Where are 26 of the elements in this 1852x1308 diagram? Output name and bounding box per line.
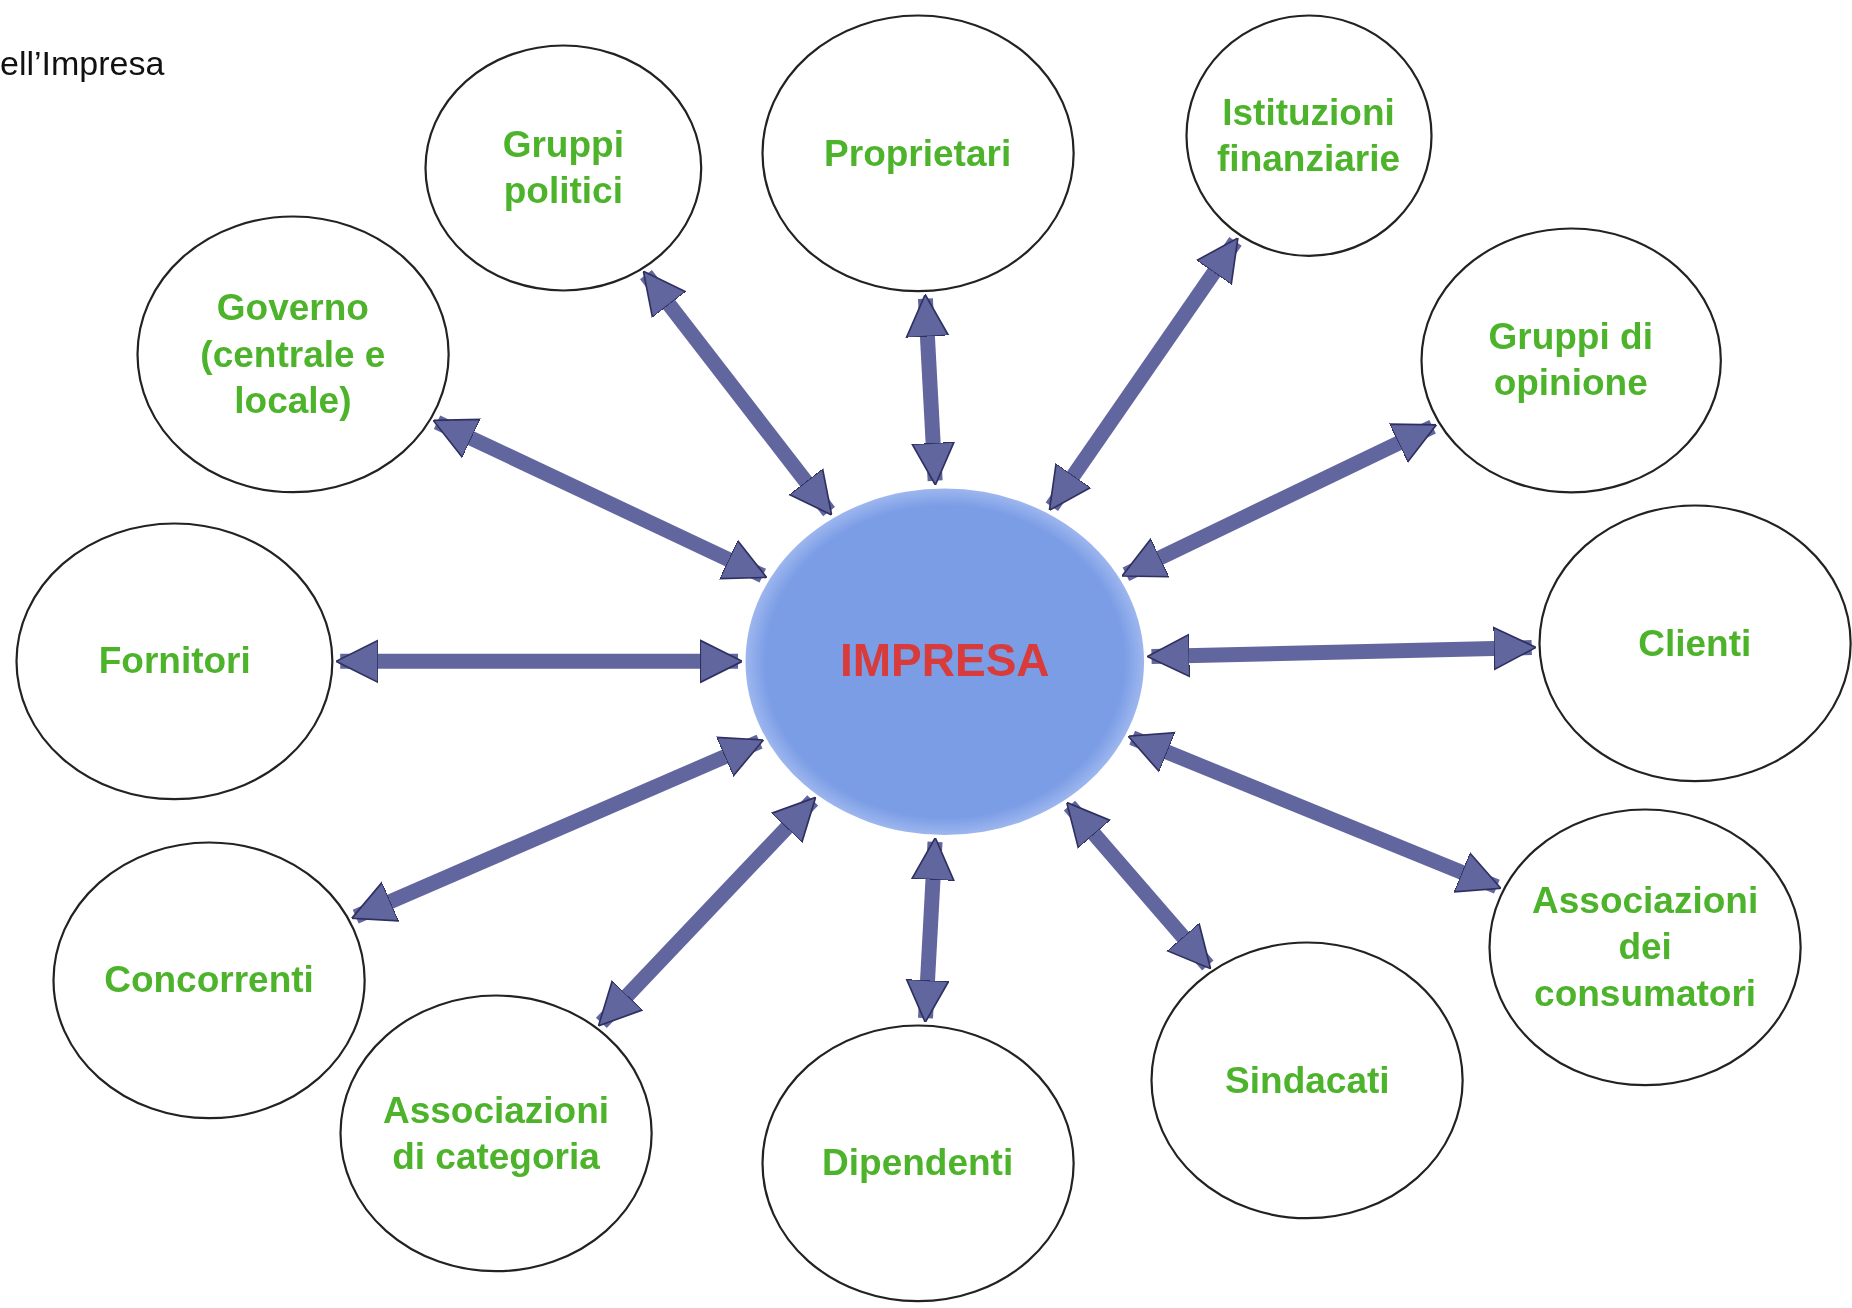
double-headed-arrow: [1063, 800, 1214, 971]
stakeholder-label: Gruppi di opinione: [1487, 314, 1654, 406]
double-headed-arrow: [335, 639, 744, 684]
company-label: IMPRESA: [840, 633, 1050, 689]
stakeholder-label: Clienti: [1638, 621, 1752, 666]
double-headed-arrow: [351, 734, 765, 924]
double-headed-arrow: [1127, 730, 1502, 894]
double-headed-arrow: [905, 836, 955, 1024]
double-headed-arrow: [905, 293, 955, 486]
double-headed-arrow: [1146, 626, 1537, 678]
stakeholder-label: Associazioni di categoria: [381, 1088, 611, 1179]
double-headed-arrow: [1121, 419, 1438, 581]
stakeholder-label: Istituzioni finanziarie: [1216, 90, 1402, 181]
stakeholder-label: Governo (centrale e locale): [199, 285, 387, 423]
title-fragment: ell’Impresa: [0, 44, 165, 83]
double-headed-arrow: [595, 795, 819, 1029]
stakeholder-label: Gruppi politici: [501, 122, 625, 213]
double-headed-arrow: [1045, 237, 1242, 511]
stakeholder-label: Proprietari: [824, 131, 1012, 176]
stakeholder-label: Associazioni dei consumatori: [1531, 878, 1760, 1016]
stakeholder-label: Sindacati: [1225, 1058, 1390, 1103]
stakeholder-label: Concorrenti: [104, 958, 314, 1003]
double-headed-arrow: [432, 415, 768, 583]
double-headed-arrow: [640, 270, 835, 517]
stakeholder-label: Dipendenti: [822, 1141, 1014, 1186]
stakeholder-label: Fornitori: [98, 639, 251, 684]
